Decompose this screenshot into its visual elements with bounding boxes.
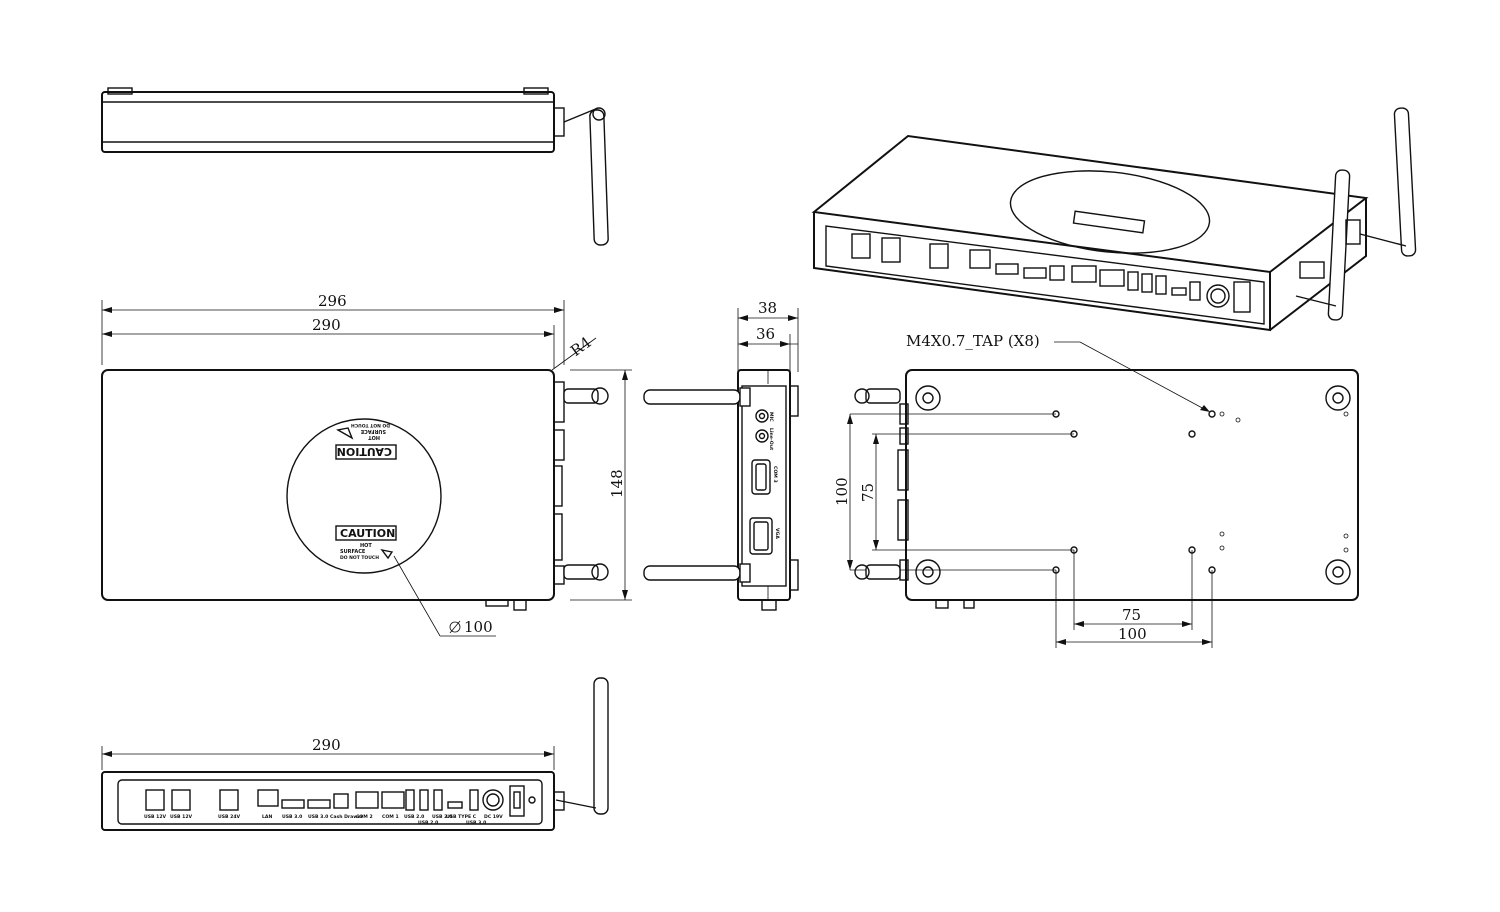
antenna-front bbox=[553, 677, 609, 815]
dim-hole-vertical-inner: 75 bbox=[859, 483, 877, 502]
dim-body-length: 290 bbox=[312, 316, 341, 334]
front-port-label-12: USB 2.0 bbox=[432, 814, 452, 820]
bottom-view: M4X0.7_TAP (X8) bbox=[833, 332, 1359, 648]
dim-height-overall: 38 bbox=[758, 299, 777, 317]
foot-bottom-right bbox=[1325, 559, 1351, 585]
side-port-vga-label: VGA bbox=[774, 528, 780, 539]
foot-top-left bbox=[915, 385, 941, 411]
isometric-view bbox=[811, 107, 1417, 332]
side-port-com3-label: COM 3 bbox=[772, 466, 778, 483]
dim-caution-circle: 100 bbox=[464, 618, 493, 636]
front-port-label-14: USB 3.0 bbox=[466, 820, 486, 826]
antenna-plan-upper bbox=[563, 387, 609, 405]
front-port-label-13: USB TYPE C bbox=[446, 814, 477, 820]
antenna-top-view bbox=[563, 107, 609, 246]
front-port-label-7: Cash Drawer bbox=[330, 814, 364, 820]
front-port-label-1: USB 12V bbox=[144, 814, 167, 820]
side-port-line-out: Line-Out bbox=[755, 428, 774, 451]
front-port-label-3: USB 24V bbox=[218, 814, 241, 820]
front-port-label-6: USB 3.0 bbox=[308, 814, 328, 820]
mount-hole-note: M4X0.7_TAP (X8) bbox=[906, 332, 1040, 350]
front-port-label-10: USB 2.0 bbox=[404, 814, 424, 820]
front-port-label-8: COM 2 bbox=[356, 814, 373, 820]
caution-line1-inverted: HOT bbox=[368, 434, 380, 440]
front-port-label-2: USB 12V bbox=[170, 814, 193, 820]
side-port-mic-label: MIC bbox=[768, 412, 774, 422]
front-port-label-4: LAN bbox=[262, 814, 272, 820]
antenna-side-upper bbox=[643, 387, 751, 407]
antenna-plan-lower bbox=[563, 563, 609, 581]
foot-bottom-left bbox=[915, 559, 941, 585]
dim-hole-vertical-outer: 100 bbox=[833, 477, 851, 506]
dim-depth: 148 bbox=[608, 469, 626, 498]
plan-view: 296 290 R4 148 bbox=[101, 292, 632, 637]
caution-label: CAUTION HOT SURFACE DO NOT TOUCH CAUTION… bbox=[286, 418, 442, 574]
caution-line3-inverted: DO NOT TOUCH bbox=[351, 422, 390, 428]
caution-line1: HOT bbox=[360, 543, 372, 549]
dim-front-length: 290 bbox=[312, 736, 341, 754]
caution-line3: DO NOT TOUCH bbox=[340, 555, 379, 561]
top-view bbox=[101, 87, 609, 246]
antenna-side-lower bbox=[643, 563, 751, 583]
dim-overall-length: 296 bbox=[318, 292, 347, 310]
side-view: 38 36 MIC Line-Out bbox=[643, 299, 799, 611]
front-port-label-11: USB 2.0 bbox=[418, 820, 438, 826]
side-port-mic: MIC bbox=[755, 409, 774, 423]
side-port-com3: COM 3 bbox=[751, 459, 778, 495]
dim-height-body: 36 bbox=[756, 325, 775, 343]
front-view: 290 USB 12V USB 12V USB 24V bbox=[101, 677, 609, 831]
side-port-vga: VGA bbox=[749, 517, 780, 555]
side-port-line-out-label: Line-Out bbox=[768, 428, 774, 451]
foot-top-right bbox=[1325, 385, 1351, 411]
caution-line2: SURFACE bbox=[340, 549, 366, 555]
dim-hole-horizontal-inner: 75 bbox=[1122, 606, 1141, 624]
caution-title: CAUTION bbox=[340, 527, 395, 540]
front-port-label-15: DC 19V bbox=[484, 814, 503, 820]
caution-line2-inverted: SURFACE bbox=[360, 428, 386, 434]
front-port-label-5: USB 3.0 bbox=[282, 814, 302, 820]
caution-title-inverted: CAUTION bbox=[337, 445, 392, 458]
dim-hole-horizontal-outer: 100 bbox=[1118, 625, 1147, 643]
front-port-label-9: COM 1 bbox=[382, 814, 399, 820]
